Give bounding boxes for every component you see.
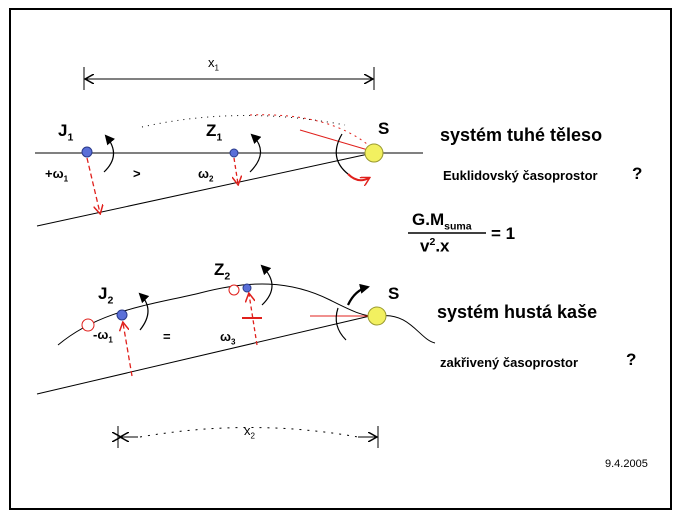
s2-sun: [367, 306, 387, 326]
s1-red-arrow: [347, 173, 369, 180]
j2-red-rise: [123, 323, 133, 377]
omega3-label: ω3: [220, 329, 236, 347]
z1-red-drop: [234, 157, 238, 184]
s1-sun: [364, 143, 384, 163]
omega-minus-label: -ω1: [93, 327, 113, 345]
omega-plus-label: +ω1: [45, 166, 69, 184]
date-label: 9.4.2005: [605, 458, 648, 470]
x1-label: x1: [208, 55, 219, 73]
top-slanted-line: [36, 152, 374, 227]
j2-point: [116, 309, 128, 321]
z2-rotation-arrow: [260, 264, 273, 306]
s2-rotation-arc: [335, 307, 347, 341]
top-red-dotted-arc: [249, 114, 373, 149]
z1-label: Z1: [206, 121, 223, 144]
equals-sign: =: [163, 329, 171, 344]
top-system-subtitle: Euklidovský časoprostor: [443, 168, 598, 183]
top-question-mark: ?: [632, 164, 643, 183]
bottom-question-mark: ?: [626, 350, 637, 369]
z2-label: Z2: [214, 260, 231, 283]
j2-ghost-point: [81, 318, 95, 332]
j1-rotation-arrow: [103, 134, 115, 173]
x2-label: x2: [244, 423, 255, 441]
z2-ghost-point: [228, 284, 240, 296]
s1-label: S: [378, 119, 390, 138]
top-red-force-line: [299, 129, 369, 151]
bottom-curved-line: [57, 283, 436, 346]
z2-point: [242, 283, 252, 293]
j2-rotation-arrow: [138, 292, 150, 331]
x1-dimension: [83, 67, 375, 90]
formula-denominator: v2.x: [420, 236, 450, 256]
diagram-frame: [9, 8, 672, 510]
greater-than-sign: >: [133, 166, 141, 181]
bottom-system-subtitle: zakřivený časoprostor: [440, 355, 579, 370]
z2-red-rise: [249, 294, 258, 346]
j2-label: J2: [98, 284, 114, 307]
top-dotted-arc: [141, 114, 346, 128]
x2-dimension: [118, 426, 379, 448]
top-system-title: systém tuhé těleso: [440, 125, 603, 145]
omega2-label: ω2: [198, 166, 214, 184]
s2-label: S: [388, 284, 400, 303]
z1-rotation-arrow: [249, 133, 262, 173]
bottom-slanted-line: [36, 315, 371, 395]
j1-red-drop: [86, 157, 100, 213]
s2-rotation-arrow: [347, 283, 370, 306]
formula-equals-one: = 1: [491, 224, 516, 243]
formula-numerator: G.Msuma: [412, 210, 472, 233]
bottom-system-title: systém hustá kaše: [437, 302, 598, 322]
j1-point: [81, 146, 93, 158]
z1-point: [229, 148, 239, 158]
s1-rotation-arc: [335, 133, 349, 175]
j1-label: J1: [58, 121, 74, 144]
